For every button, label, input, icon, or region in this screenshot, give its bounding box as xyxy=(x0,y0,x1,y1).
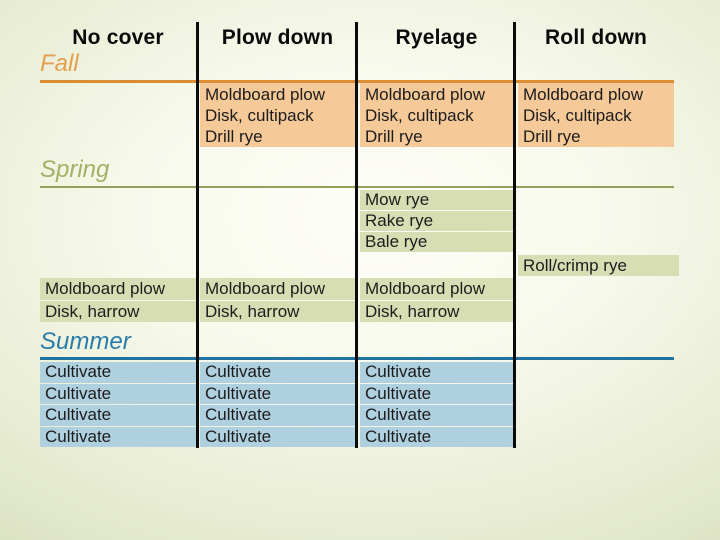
task-row: Rake rye xyxy=(360,211,513,231)
fall-tasks-plow-down: Moldboard plow Disk, cultipack Drill rye xyxy=(200,83,355,147)
task-row: Cultivate xyxy=(200,383,355,404)
summer-cultivation-ryelage: Cultivate Cultivate Cultivate Cultivate xyxy=(360,362,513,448)
spring-harvest-ryelage: Mow rye Rake rye Bale rye xyxy=(360,190,513,253)
task-line: Disk, cultipack xyxy=(523,106,632,125)
task-row: Moldboard plow xyxy=(40,278,196,300)
task-row: Cultivate xyxy=(40,383,196,404)
task-row: Disk, harrow xyxy=(40,300,196,322)
task-line: Drill rye xyxy=(205,127,263,146)
spring-tillage-plow-down: Moldboard plow Disk, harrow xyxy=(200,278,355,323)
task-row: Cultivate xyxy=(200,405,355,426)
task-row: Bale rye xyxy=(360,232,513,252)
task-line: Drill rye xyxy=(365,127,423,146)
task-row: Cultivate xyxy=(360,362,513,383)
task-line: Disk, cultipack xyxy=(365,106,474,125)
column-divider xyxy=(196,22,199,448)
task-row: Cultivate xyxy=(360,383,513,404)
season-heading-summer: Summer xyxy=(40,328,131,355)
fall-tasks-ryelage: Moldboard plow Disk, cultipack Drill rye xyxy=(360,83,513,147)
task-line: Moldboard plow xyxy=(523,85,644,104)
task-row: Cultivate xyxy=(360,405,513,426)
column-header-no-cover: No cover xyxy=(72,26,164,49)
summer-cultivation-plow-down: Cultivate Cultivate Cultivate Cultivate xyxy=(200,362,355,448)
task-row: Cultivate xyxy=(40,362,196,383)
task-row: Disk, harrow xyxy=(360,300,513,322)
fall-tasks-roll-down: Moldboard plow Disk, cultipack Drill rye xyxy=(518,83,674,147)
task-line: Disk, cultipack xyxy=(205,106,314,125)
task-row: Cultivate xyxy=(200,362,355,383)
task-row: Disk, harrow xyxy=(200,300,355,322)
summer-cultivation-no-cover: Cultivate Cultivate Cultivate Cultivate xyxy=(40,362,196,448)
spring-tillage-ryelage: Moldboard plow Disk, harrow xyxy=(360,278,513,323)
column-divider xyxy=(513,22,516,448)
spring-tillage-no-cover: Moldboard plow Disk, harrow xyxy=(40,278,196,323)
column-header-ryelage: Ryelage xyxy=(395,26,478,49)
task-line: Moldboard plow xyxy=(365,85,486,104)
task-row: Mow rye xyxy=(360,190,513,210)
task-row: Moldboard plow xyxy=(200,278,355,300)
column-header-plow-down: Plow down xyxy=(221,26,334,49)
task-row: Moldboard plow xyxy=(360,278,513,300)
task-row: Cultivate xyxy=(40,405,196,426)
task-line: Drill rye xyxy=(523,127,581,146)
task-line: Moldboard plow xyxy=(205,85,326,104)
column-divider xyxy=(355,22,358,448)
season-heading-fall: Fall xyxy=(40,50,79,77)
spring-roll-crimp-roll-down: Roll/crimp rye xyxy=(518,255,679,276)
task-row: Cultivate xyxy=(200,426,355,447)
season-heading-spring: Spring xyxy=(40,156,110,183)
column-header-roll-down: Roll down xyxy=(544,26,648,49)
task-row: Cultivate xyxy=(40,426,196,447)
task-row: Cultivate xyxy=(360,426,513,447)
